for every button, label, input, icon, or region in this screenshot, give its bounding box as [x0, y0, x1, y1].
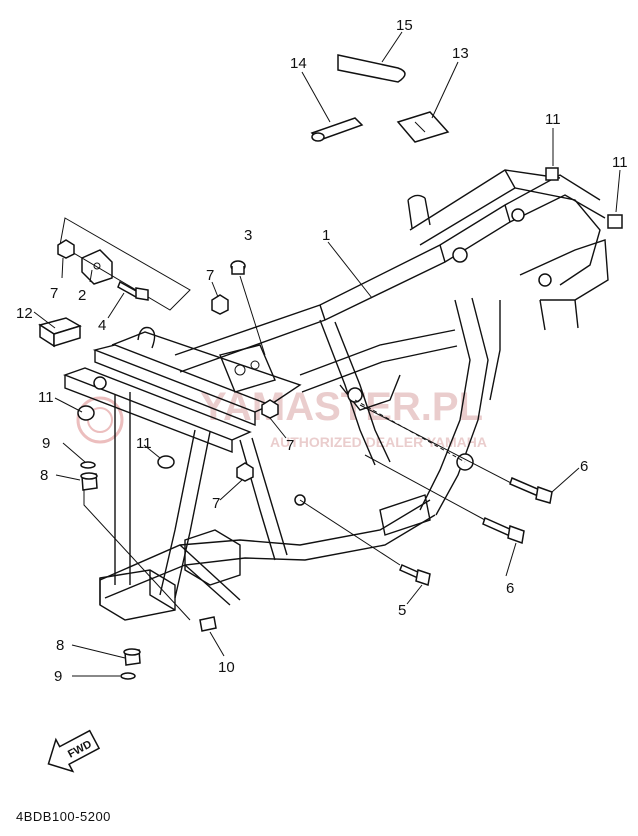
callout-7-c: 7	[286, 437, 294, 454]
callout-7-a: 7	[206, 267, 214, 284]
part-7-nut-d	[236, 462, 254, 482]
callout-10: 10	[218, 659, 235, 676]
leader-lines	[33, 31, 621, 677]
callout-5: 5	[398, 602, 406, 619]
part-6-bolt-a	[509, 476, 553, 504]
callout-12: 12	[16, 305, 33, 322]
diagram-code: 4BDB100-5200	[16, 809, 111, 824]
part-7-nut-b	[211, 294, 229, 315]
watermark-sub: AUTHORIZED DEALER YAMAHA	[270, 434, 487, 450]
callout-8-b: 8	[56, 637, 64, 654]
callout-13: 13	[452, 45, 469, 62]
part-8-plug-a	[80, 472, 98, 491]
part-9-ring-b	[120, 672, 136, 680]
callout-1: 1	[322, 227, 330, 244]
pivot-shafts	[299, 399, 516, 566]
callout-9-a: 9	[42, 435, 50, 452]
callout-11-b: 11	[612, 154, 628, 171]
callout-2: 2	[78, 287, 86, 304]
callout-6-b: 6	[506, 580, 514, 597]
callout-15: 15	[396, 17, 413, 34]
part-13-plate	[396, 111, 450, 143]
part-7-nut-c	[261, 399, 279, 419]
part-7-nut-a	[57, 239, 75, 259]
callout-9-b: 9	[54, 668, 62, 685]
part-4-bolt	[117, 280, 149, 301]
part-6-bolt-b	[482, 516, 525, 545]
part-11-cap-b	[607, 214, 623, 229]
part-11-cap-d	[157, 455, 175, 469]
callout-6-a: 6	[580, 458, 588, 475]
part-8-plug-b	[123, 648, 141, 666]
part-11-cap-c	[77, 405, 95, 421]
part-15-cover	[337, 54, 406, 83]
callout-8-a: 8	[40, 467, 48, 484]
part-10-nipple	[199, 616, 217, 632]
callout-11-d: 11	[136, 435, 152, 452]
part-11-cap-a	[545, 167, 559, 181]
callout-labels: 15 14 13 11 11 3 1 7 2 7 4 12 11 11 7 9 …	[16, 17, 628, 685]
callout-4: 4	[98, 317, 106, 334]
callout-7-d: 7	[212, 495, 220, 512]
fwd-arrow-icon: FWD	[47, 729, 101, 773]
callout-3: 3	[244, 227, 252, 244]
part-5-bolt	[399, 563, 431, 586]
callout-11-c: 11	[38, 389, 54, 406]
part-9-ring-a	[80, 461, 96, 469]
callout-11-a: 11	[545, 111, 561, 128]
part-14-clip	[310, 117, 364, 142]
callout-7-b: 7	[50, 285, 58, 302]
part-12-block	[38, 317, 82, 348]
callout-14: 14	[290, 55, 307, 72]
part-3-bolt	[230, 260, 266, 356]
